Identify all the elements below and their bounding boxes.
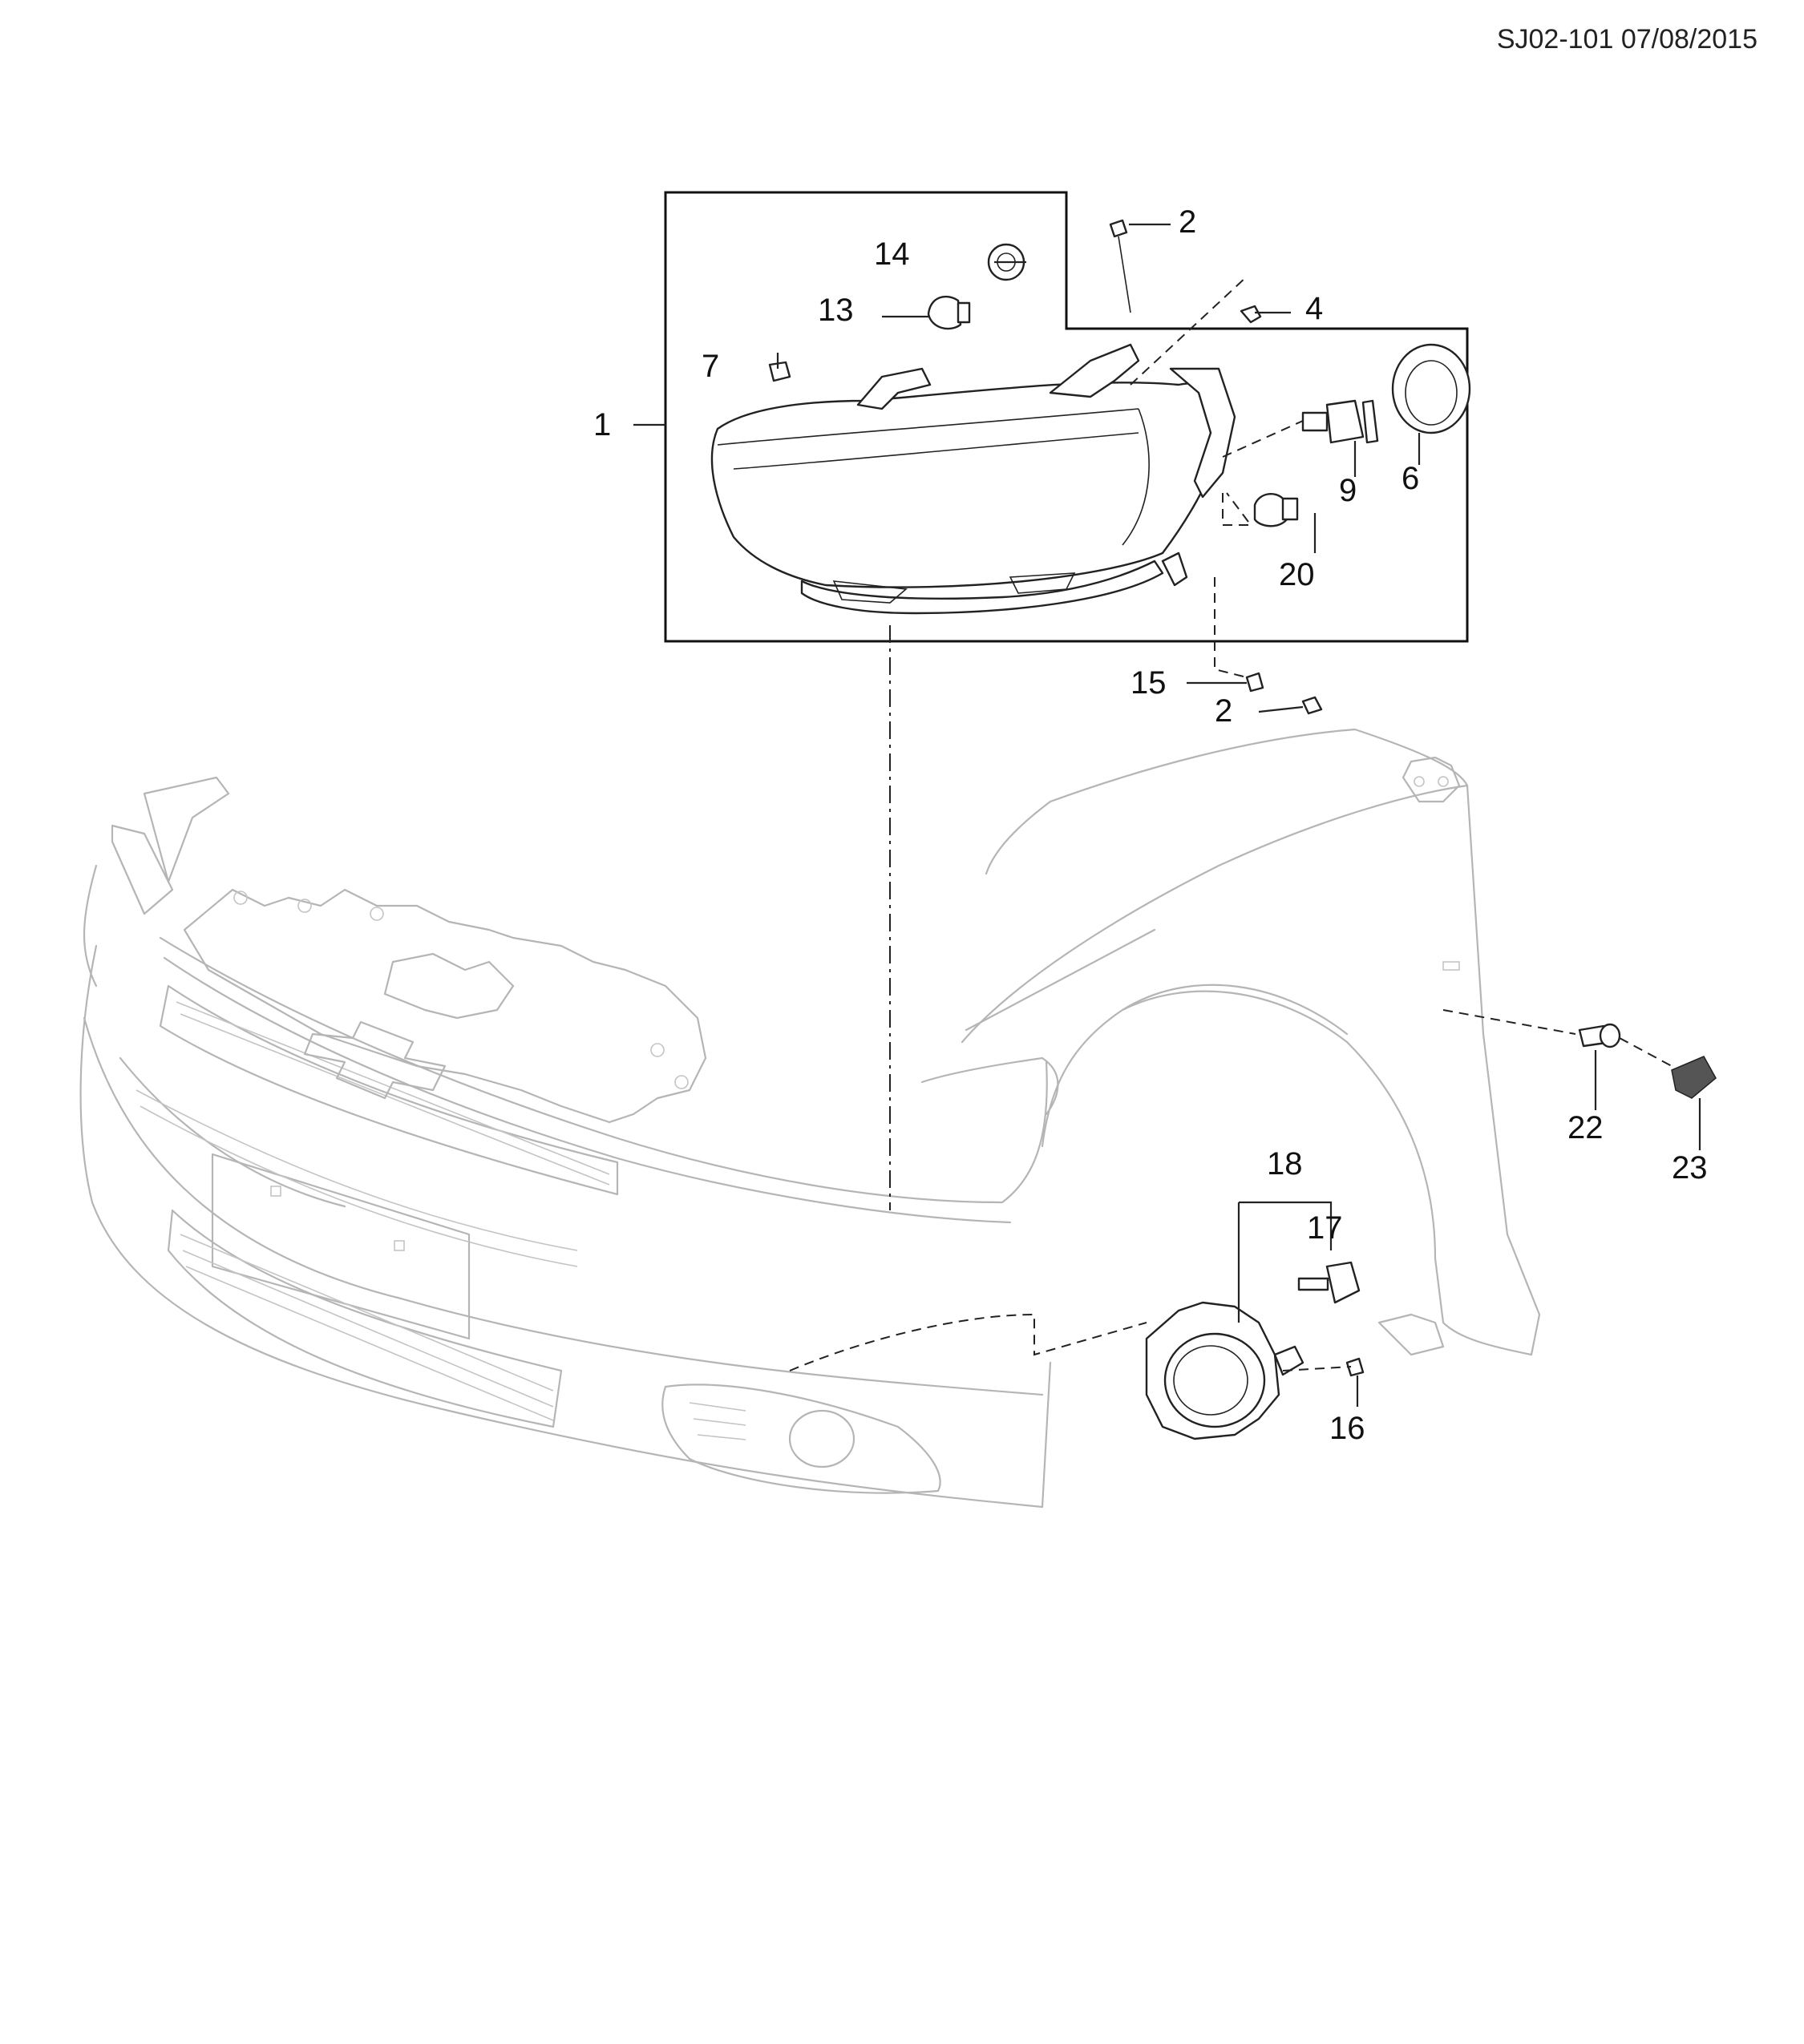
part-4-nut xyxy=(1240,305,1262,324)
vehicle-front-body xyxy=(79,728,1541,1509)
callout-13: 13 xyxy=(818,293,854,328)
callout-4: 4 xyxy=(1305,291,1323,326)
callout-labels: 1 2 4 14 13 7 9 6 20 15 2 22 23 18 17 16 xyxy=(593,204,1708,1446)
part-13-bulb xyxy=(927,295,971,330)
diagram-reference-id: SJ02-101 07/08/2015 xyxy=(1496,24,1757,55)
part-18-fog-lamp xyxy=(1145,1301,1304,1440)
leader-lines xyxy=(633,223,1701,1407)
callout-1: 1 xyxy=(593,407,611,442)
callout-6: 6 xyxy=(1402,461,1419,496)
callout-2-bottom: 2 xyxy=(1215,693,1232,729)
part-6-dust-cap xyxy=(1391,343,1471,434)
callout-9: 9 xyxy=(1339,473,1357,508)
callout-14: 14 xyxy=(874,236,910,272)
callout-22: 22 xyxy=(1567,1110,1604,1145)
part-2-screw-bottom xyxy=(1301,696,1323,715)
callout-16: 16 xyxy=(1329,1411,1365,1446)
callout-17: 17 xyxy=(1307,1210,1343,1246)
part-2-screw-top xyxy=(1109,219,1131,313)
part-22-side-bulb xyxy=(1578,1023,1621,1048)
callout-23: 23 xyxy=(1672,1150,1708,1186)
part-20-bulb xyxy=(1253,492,1299,527)
callout-18: 18 xyxy=(1267,1146,1303,1182)
assembly-lines xyxy=(789,276,1673,1371)
part-9-headlamp-bulb xyxy=(1301,399,1379,444)
callout-20: 20 xyxy=(1279,557,1315,592)
part-23-side-repeater xyxy=(1671,1056,1717,1099)
part-15-clip xyxy=(1245,672,1264,693)
part-17-fog-bulb xyxy=(1297,1261,1361,1304)
callout-7: 7 xyxy=(702,349,719,384)
part-16-screw xyxy=(1345,1357,1365,1377)
callout-15: 15 xyxy=(1131,665,1167,701)
callout-2-top: 2 xyxy=(1179,204,1196,240)
headlamp-assembly-frame xyxy=(664,191,1469,643)
part-7-clip xyxy=(768,361,791,382)
headlamp-unit xyxy=(710,343,1236,615)
